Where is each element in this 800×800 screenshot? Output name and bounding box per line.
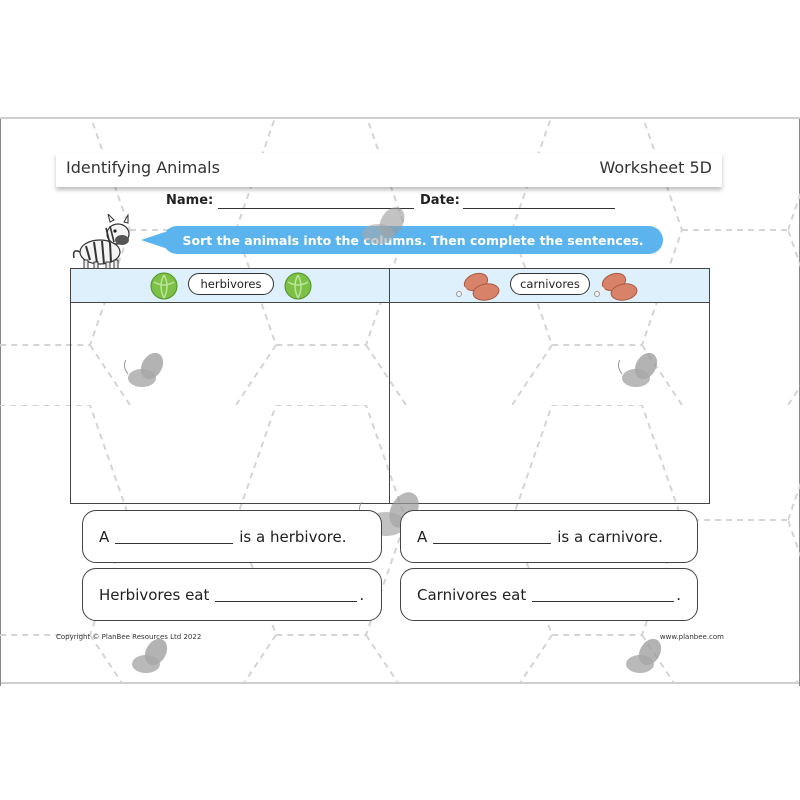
sentence-suffix: . bbox=[359, 585, 365, 604]
bee-watermark-icon bbox=[617, 352, 658, 387]
date-label: Date: bbox=[420, 193, 460, 208]
cabbage-icon bbox=[284, 272, 312, 300]
name-label: Name: bbox=[166, 193, 214, 208]
cabbage-icon bbox=[150, 272, 178, 300]
herbivore-answer-line[interactable] bbox=[115, 529, 234, 544]
herbivores-label: herbivores bbox=[188, 273, 274, 295]
title-bar: Identifying Animals Worksheet 5D bbox=[56, 153, 722, 187]
bee-watermark-icon bbox=[626, 638, 662, 673]
carnivore-answer-line[interactable] bbox=[433, 529, 552, 544]
drumstick-icon bbox=[594, 272, 638, 301]
bee-watermark-icon bbox=[132, 638, 168, 673]
sentence-prefix: Carnivores eat bbox=[417, 585, 527, 604]
sentence-suffix: is a carnivore. bbox=[557, 527, 663, 546]
carnivores-eat-answer-line[interactable] bbox=[532, 587, 675, 602]
website-link[interactable]: www.planbee.com bbox=[659, 633, 724, 641]
column-divider bbox=[389, 268, 390, 504]
worksheet-title: Identifying Animals bbox=[66, 158, 220, 177]
worksheet-number: Worksheet 5D bbox=[599, 158, 712, 177]
sentence-prefix: A bbox=[417, 527, 428, 546]
sentence-prefix: Herbivores eat bbox=[99, 585, 210, 604]
sentence-suffix: is a herbivore. bbox=[239, 527, 347, 546]
drumstick-icon bbox=[456, 272, 500, 301]
date-field[interactable] bbox=[463, 208, 615, 209]
bee-watermark-icon bbox=[362, 207, 405, 244]
zebra-icon bbox=[72, 214, 130, 275]
carnivores-label: carnivores bbox=[510, 273, 590, 295]
carnivore-sentence-box: A is a carnivore. bbox=[400, 510, 698, 563]
sentence-prefix: A bbox=[99, 527, 110, 546]
herbivore-sentence-box: A is a herbivore. bbox=[82, 510, 382, 563]
carnivores-eat-box: Carnivores eat . bbox=[400, 568, 698, 621]
herbivores-eat-answer-line[interactable] bbox=[215, 587, 358, 602]
instruction-banner: Sort the animals into the columns. Then … bbox=[163, 226, 663, 254]
sentence-suffix: . bbox=[676, 585, 682, 604]
sorting-table bbox=[70, 268, 710, 504]
herbivores-eat-box: Herbivores eat . bbox=[82, 568, 382, 621]
bee-watermark-icon bbox=[123, 352, 164, 387]
banner-tail bbox=[141, 232, 165, 248]
name-field[interactable] bbox=[218, 208, 414, 209]
copyright-text: Copyright © PlanBee Resources Ltd 2022 bbox=[56, 633, 202, 641]
